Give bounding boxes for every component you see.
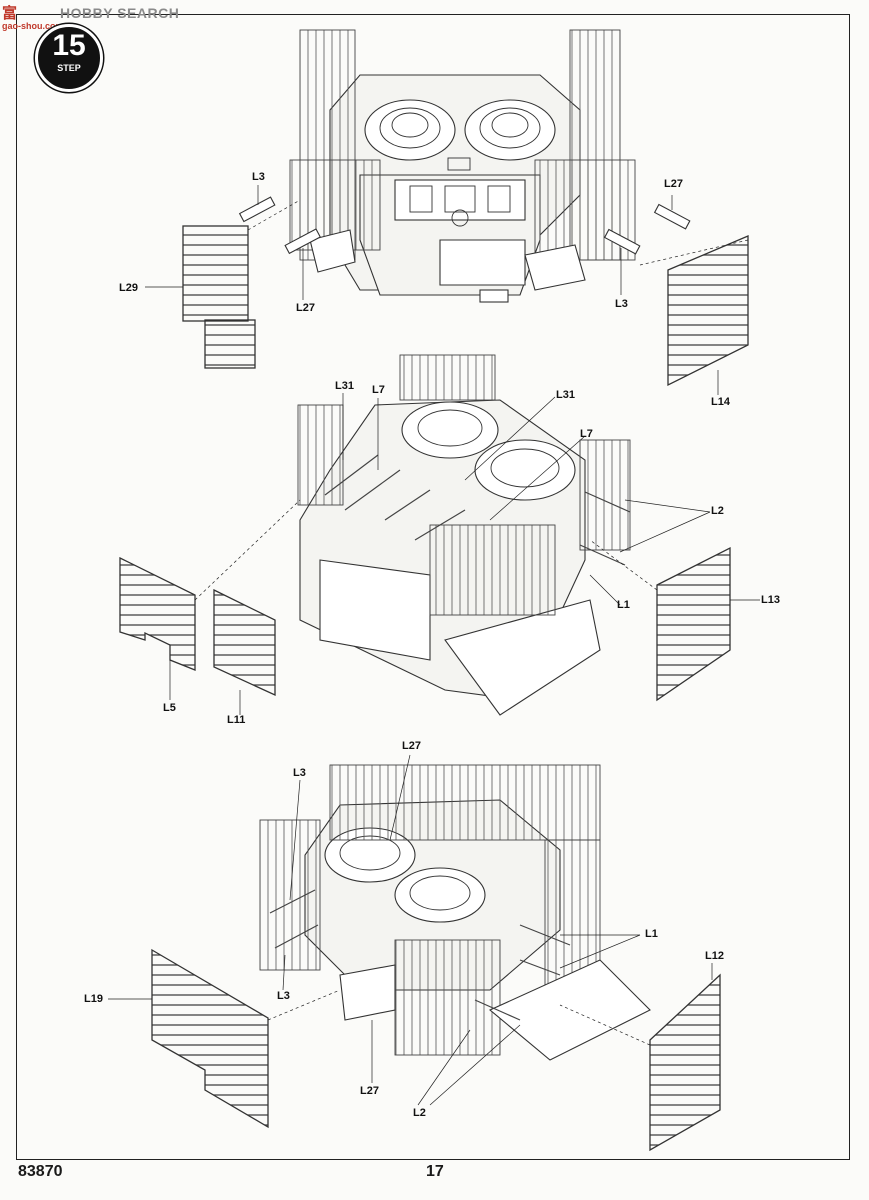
step-label: STEP <box>57 63 81 73</box>
watermark-logo: 富 <box>2 5 18 22</box>
watermark: 富 HOBBY SEARCH gao-shou.com <box>0 2 200 36</box>
callout-label: L13 <box>761 594 780 606</box>
callout-label: L3 <box>615 298 628 310</box>
callout-label: L29 <box>119 282 138 294</box>
callout-label: L27 <box>664 178 683 190</box>
callout-label: L27 <box>402 740 421 752</box>
step-badge: 15 STEP <box>35 24 103 92</box>
turret-assembly-top <box>145 29 749 395</box>
page-frame <box>16 14 850 1160</box>
callout-label: L3 <box>252 171 265 183</box>
callout-label: L11 <box>227 714 246 726</box>
watermark-brand: HOBBY SEARCH <box>60 5 180 21</box>
turret-assembly-bottom <box>108 754 721 1152</box>
callout-label: L5 <box>163 702 176 714</box>
callout-label: L27 <box>296 302 315 314</box>
callout-label: L3 <box>277 990 290 1002</box>
callout-label: L31 <box>335 380 354 392</box>
callout-label: L3 <box>293 767 306 779</box>
step-number: 15 <box>52 29 86 62</box>
callout-label: L2 <box>711 505 724 517</box>
watermark-url: gao-shou.com <box>2 21 64 31</box>
callout-label: L1 <box>645 928 658 940</box>
turret-assembly-middle <box>119 354 760 716</box>
callout-label: L14 <box>711 396 730 408</box>
callout-label: L12 <box>705 950 724 962</box>
callout-label: L2 <box>413 1107 426 1119</box>
callout-label: L19 <box>84 993 103 1005</box>
callout-label: L7 <box>580 428 593 440</box>
callout-label: L27 <box>360 1085 379 1097</box>
callout-label: L31 <box>556 389 575 401</box>
callout-label: L7 <box>372 384 385 396</box>
callout-label: L1 <box>617 599 630 611</box>
model-code: 83870 <box>18 1163 63 1180</box>
page-number: 17 <box>426 1163 444 1180</box>
